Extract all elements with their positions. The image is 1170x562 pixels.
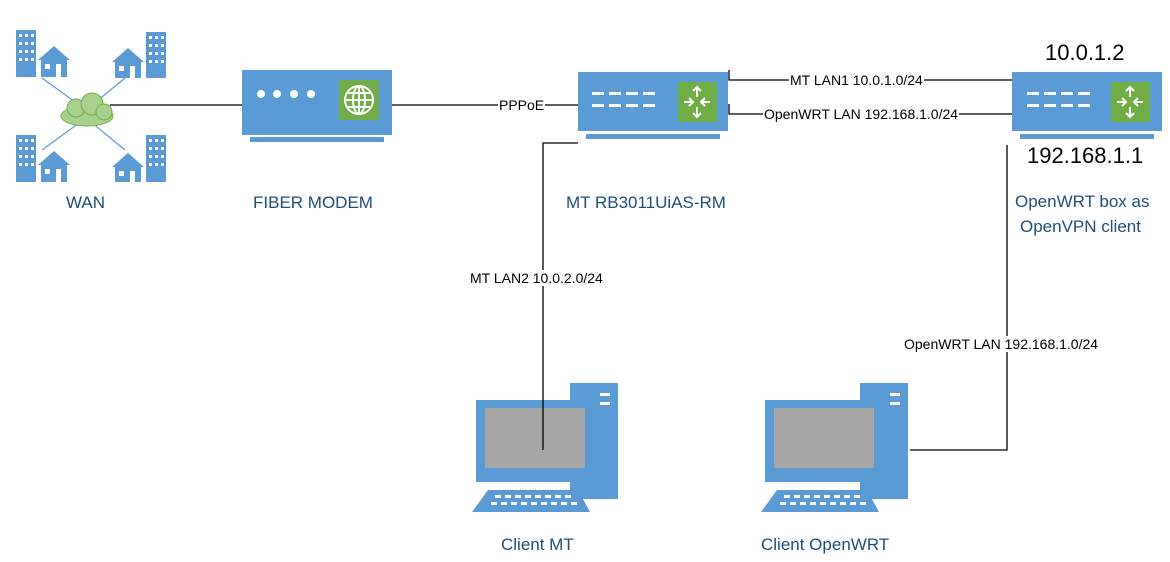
- wan-label: WAN: [66, 193, 106, 212]
- pppoe-label: PPPoE: [498, 97, 546, 113]
- openwrt-lan-bottom-label: OpenWRT LAN 192.168.1.0/24: [903, 336, 1100, 352]
- openwrt-router-icon: [1012, 72, 1162, 139]
- globe-icon: [344, 85, 374, 115]
- wan-cluster-icon: [16, 30, 166, 182]
- client-openwrt-computer-icon: [761, 383, 908, 512]
- mt-lan2-label: MT LAN2 10.0.2.0/24: [469, 270, 604, 286]
- switch-arrows-icon: [684, 85, 710, 119]
- openwrt-lan-top-label: OpenWRT LAN 192.168.1.0/24: [763, 106, 960, 122]
- mt-lan2-link: [542, 142, 578, 450]
- openwrt-lan-bottom-link: [910, 145, 1008, 451]
- openwrt-label-line2: OpenVPN client: [1020, 217, 1141, 236]
- building-icon: [16, 135, 70, 182]
- fiber-modem-icon: [242, 70, 392, 142]
- building-icon: [112, 135, 166, 182]
- building-icon: [112, 32, 166, 78]
- fiber-modem-label: FIBER MODEM: [253, 193, 373, 212]
- cloud-icon: [60, 92, 114, 127]
- switch-arrows-icon: [1117, 85, 1143, 119]
- openwrt-wan-ip: 10.0.1.2: [1045, 40, 1125, 65]
- openwrt-label-line1: OpenWRT box as: [1015, 192, 1150, 211]
- mikrotik-router-icon: [578, 72, 728, 139]
- connection-lines: [110, 70, 1012, 451]
- client-openwrt-label: Client OpenWRT: [761, 535, 890, 554]
- openwrt-lan-ip: 192.168.1.1: [1027, 143, 1144, 168]
- client-mt-computer-icon: [472, 383, 618, 512]
- building-icon: [16, 30, 70, 77]
- client-mt-label: Client MT: [501, 535, 574, 554]
- mikrotik-label: MT RB3011UiAS-RM: [566, 193, 726, 212]
- mt-lan1-label: MT LAN1 10.0.1.0/24: [789, 72, 924, 88]
